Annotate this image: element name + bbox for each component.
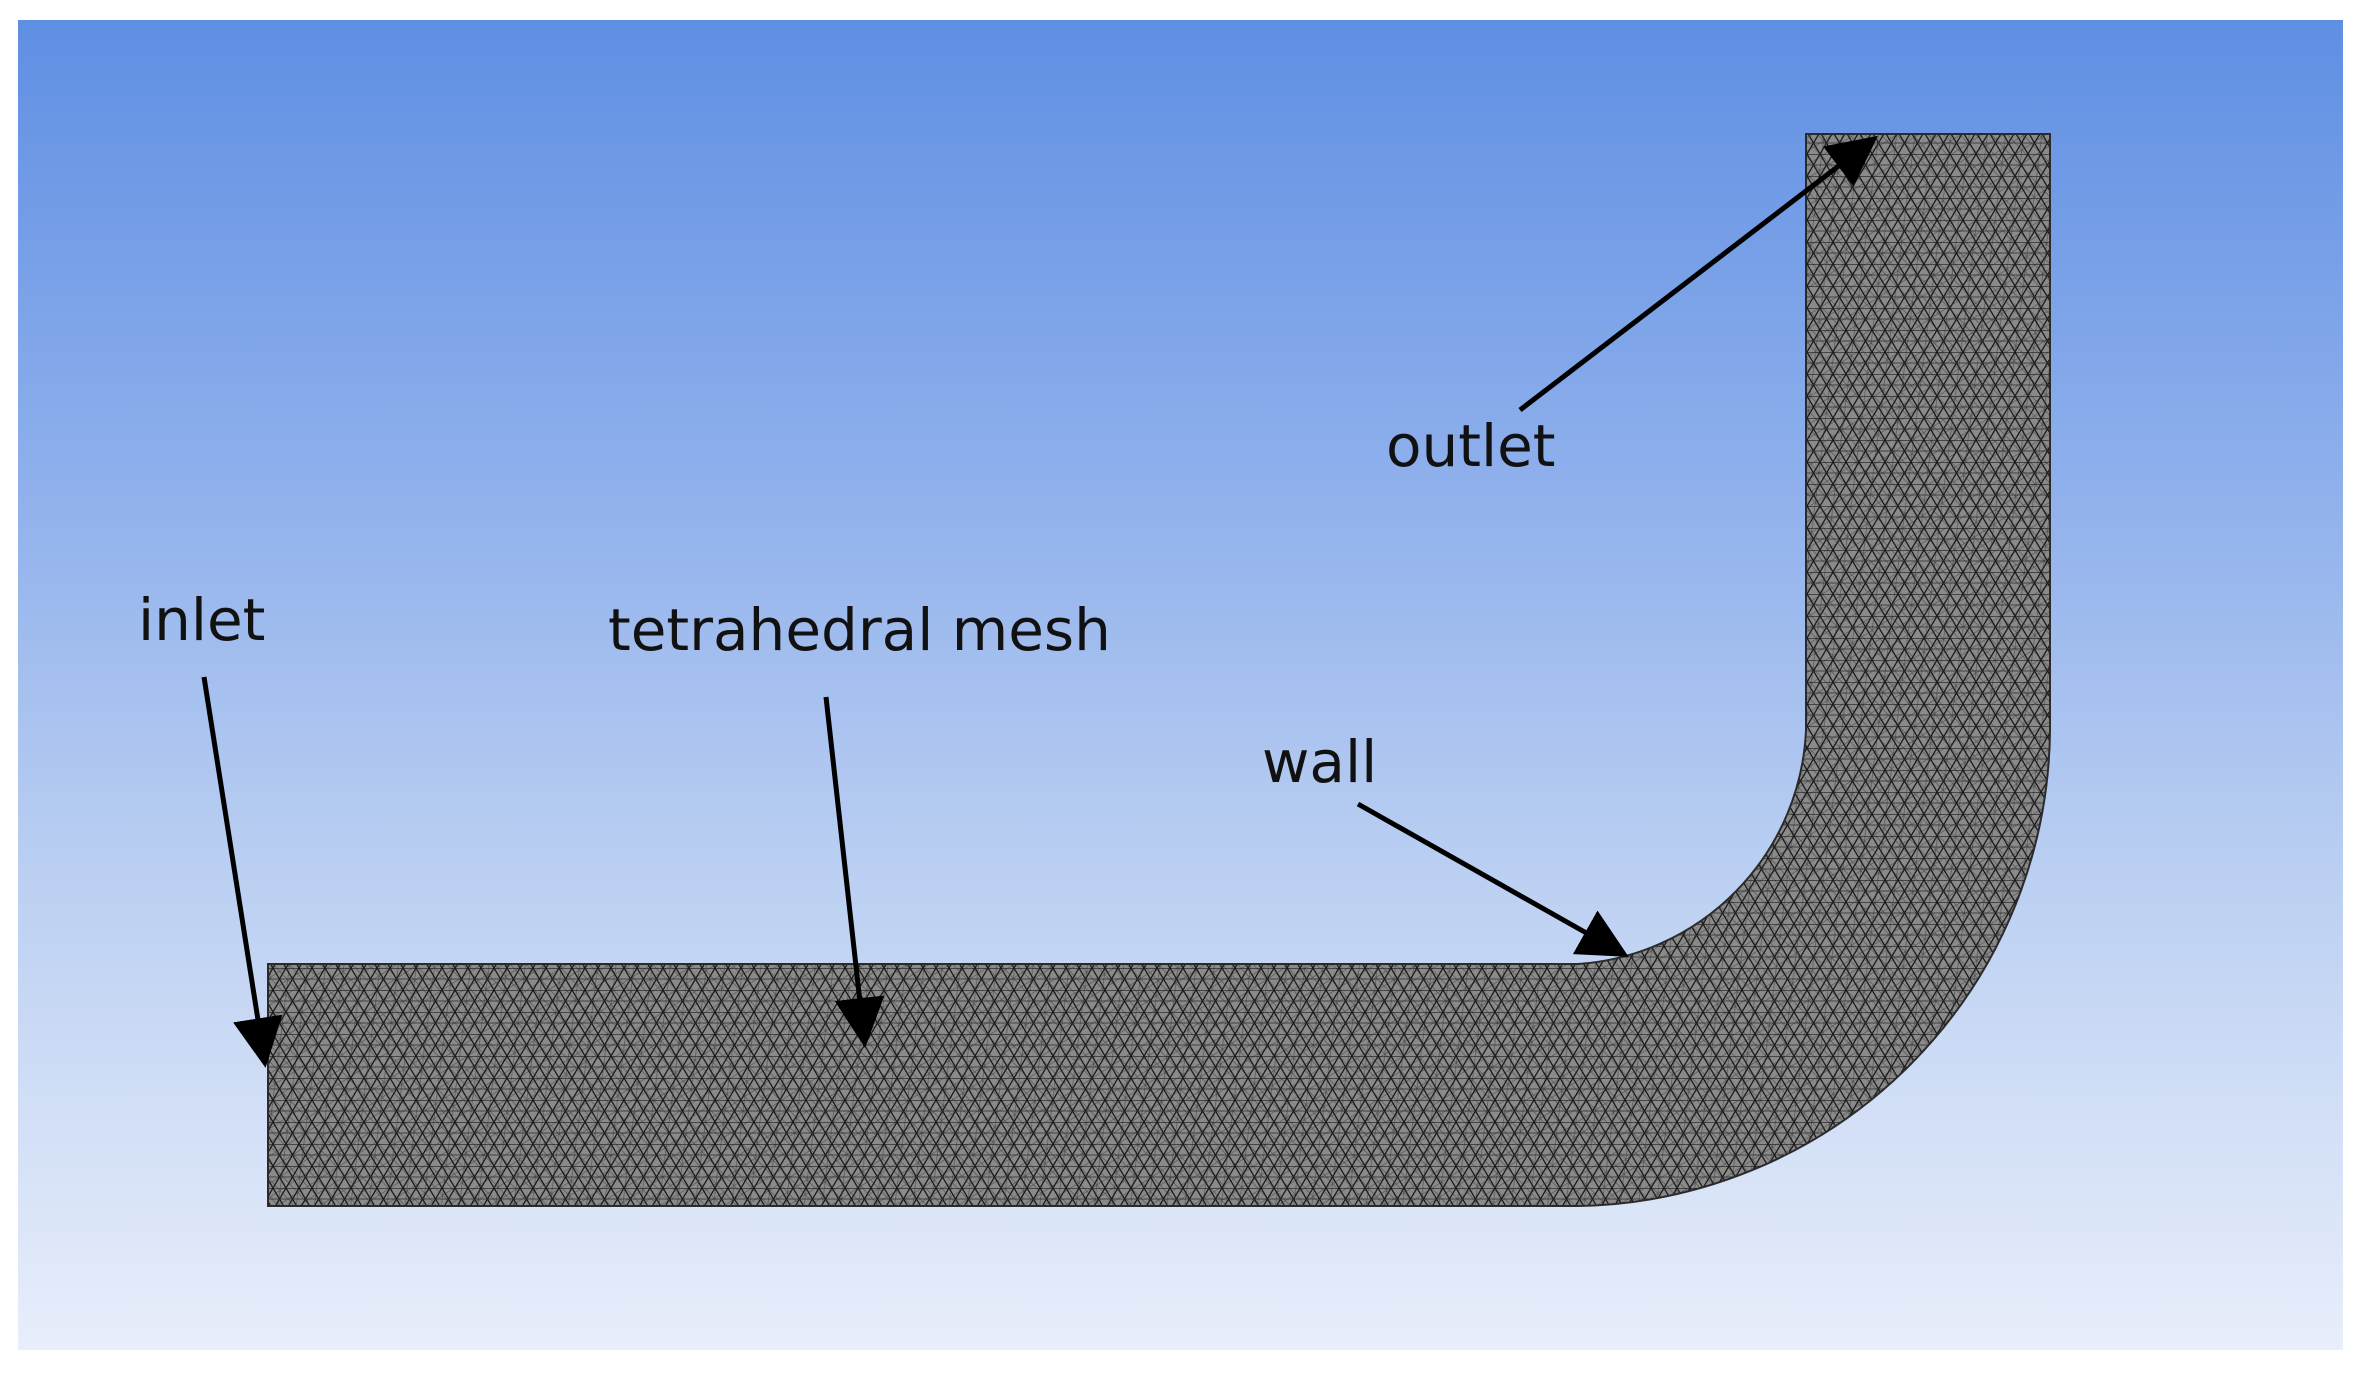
inlet-label: inlet [138,586,265,654]
wall-arrow [1356,801,1629,957]
outlet-label: outlet [1386,412,1556,480]
wall-label: wall [1262,728,1377,796]
inlet-arrow [201,676,283,1068]
pipe-mesh-overlay [268,134,2050,1206]
mesh-arrow [823,696,885,1048]
outlet-arrow [1518,135,1878,412]
mesh-label: tetrahedral mesh [608,596,1111,664]
